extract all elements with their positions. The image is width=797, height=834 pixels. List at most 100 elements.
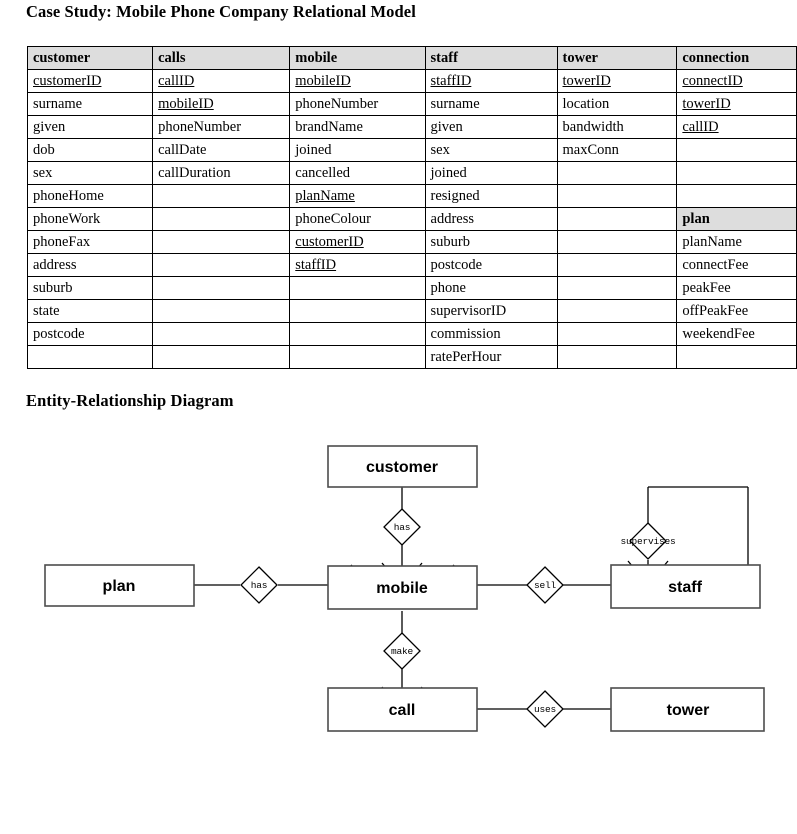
table-cell-customer-given: given bbox=[26, 115, 154, 139]
attribute: state bbox=[33, 303, 60, 319]
attribute: brandName bbox=[295, 119, 363, 135]
table-cell-customer-sex: sex bbox=[26, 161, 154, 185]
table-cell-staff-address: address bbox=[424, 207, 558, 231]
table-header-calls: calls bbox=[152, 46, 291, 70]
table-cell-connection-weekendFee: weekendFee bbox=[676, 322, 797, 346]
entity-call[interactable]: call bbox=[327, 687, 478, 732]
table-cell-empty bbox=[152, 184, 291, 208]
attribute: planName bbox=[682, 234, 742, 250]
relationship-has-customer-mobile-label: has bbox=[394, 522, 411, 533]
key-attribute: planName bbox=[295, 188, 355, 204]
attribute: callDuration bbox=[158, 165, 231, 181]
table-header-tower: tower bbox=[556, 46, 678, 70]
attribute: bandwidth bbox=[562, 119, 624, 135]
relationship-supervises-staff-staff[interactable]: supervises bbox=[620, 522, 676, 560]
table-cell-staff-supervisorID: supervisorID bbox=[424, 299, 558, 323]
table-cell-connection-planName: planName bbox=[676, 230, 797, 254]
table-cell-empty bbox=[289, 276, 426, 300]
table-cell-connection-towerID: towerID bbox=[676, 92, 797, 116]
attribute: phoneNumber bbox=[295, 96, 379, 112]
attribute: suburb bbox=[430, 234, 470, 250]
table-cell-empty bbox=[676, 345, 797, 369]
table-cell-empty bbox=[556, 345, 678, 369]
table-cell-staff-staffID: staffID bbox=[424, 69, 558, 93]
table-cell-empty bbox=[556, 276, 678, 300]
relationship-uses-call-tower-label: uses bbox=[534, 704, 556, 715]
attribute: given bbox=[33, 119, 66, 135]
attribute: phone bbox=[430, 280, 466, 296]
table-cell-staff-suburb: suburb bbox=[424, 230, 558, 254]
relationship-make-mobile-call[interactable]: make bbox=[383, 632, 421, 670]
entity-customer[interactable]: customer bbox=[327, 445, 478, 488]
table-cell-staff-surname: surname bbox=[424, 92, 558, 116]
table-cell-customer-state: state bbox=[26, 299, 154, 323]
table-cell-customer-customerID: customerID bbox=[26, 69, 154, 93]
relationship-has-plan-mobile-label: has bbox=[251, 580, 268, 591]
relationship-sell-mobile-staff[interactable]: sell bbox=[526, 566, 564, 604]
table-cell-calls-callID: callID bbox=[152, 69, 291, 93]
entity-plan[interactable]: plan bbox=[44, 564, 195, 607]
table-cell-mobile-customerID: customerID bbox=[289, 230, 426, 254]
attribute: phoneColour bbox=[295, 211, 371, 227]
attribute: maxConn bbox=[562, 142, 619, 158]
table-cell-empty bbox=[152, 207, 291, 231]
relationship-uses-call-tower[interactable]: uses bbox=[526, 690, 564, 728]
table-cell-connection-callID: callID bbox=[676, 115, 797, 139]
entity-plan-label: plan bbox=[103, 578, 136, 595]
table-cell-staff-given: given bbox=[424, 115, 558, 139]
attribute: surname bbox=[430, 96, 480, 112]
entity-staff[interactable]: staff bbox=[610, 564, 761, 609]
er-diagram: customer plan mobile staff call tower bbox=[0, 425, 797, 745]
table-cell-customer-suburb: suburb bbox=[26, 276, 154, 300]
table-cell-customer-phoneHome: phoneHome bbox=[26, 184, 154, 208]
attribute: phoneHome bbox=[33, 188, 104, 204]
attribute: resigned bbox=[430, 188, 480, 204]
entity-mobile[interactable]: mobile bbox=[327, 565, 478, 610]
entity-tower[interactable]: tower bbox=[610, 687, 765, 732]
table-cell-calls-callDate: callDate bbox=[152, 138, 291, 162]
table-header-customer: customer bbox=[26, 46, 154, 70]
section-title-er-diagram: Entity-Relationship Diagram bbox=[26, 391, 234, 410]
table-row: phoneHome planName resigned bbox=[26, 184, 797, 208]
attribute: postcode bbox=[33, 326, 85, 342]
table-header-staff: staff bbox=[424, 46, 558, 70]
relationship-has-customer-mobile[interactable]: has bbox=[383, 508, 421, 546]
table-cell-empty bbox=[152, 299, 291, 323]
table-cell-empty bbox=[556, 322, 678, 346]
table-header-mobile: mobile bbox=[289, 46, 426, 70]
table-cell-empty bbox=[26, 345, 154, 369]
attribute: dob bbox=[33, 142, 55, 158]
table-cell-empty bbox=[152, 230, 291, 254]
attribute: weekendFee bbox=[682, 326, 755, 342]
table-cell-empty bbox=[556, 184, 678, 208]
attribute: suburb bbox=[33, 280, 73, 296]
attribute: phoneFax bbox=[33, 234, 91, 250]
entity-call-label: call bbox=[389, 702, 416, 719]
entity-tower-label: tower bbox=[667, 702, 710, 719]
entity-mobile-label: mobile bbox=[376, 580, 428, 597]
attribute: postcode bbox=[430, 257, 483, 273]
key-attribute: mobileID bbox=[158, 96, 214, 112]
table-header-connection: connection bbox=[676, 46, 797, 70]
attribute: commission bbox=[430, 326, 501, 342]
table-cell-empty bbox=[676, 138, 797, 162]
attribute: cancelled bbox=[295, 165, 351, 181]
table-cell-customer-surname: surname bbox=[26, 92, 154, 116]
key-attribute: staffID bbox=[295, 257, 337, 273]
table-cell-customer-dob: dob bbox=[26, 138, 154, 162]
table-cell-staff-resigned: resigned bbox=[424, 184, 558, 208]
attribute: supervisorID bbox=[430, 303, 507, 319]
table-cell-empty bbox=[556, 299, 678, 323]
relationship-has-plan-mobile[interactable]: has bbox=[240, 566, 278, 604]
attribute: plan bbox=[682, 211, 710, 227]
table-header-plan: plan bbox=[676, 207, 797, 231]
